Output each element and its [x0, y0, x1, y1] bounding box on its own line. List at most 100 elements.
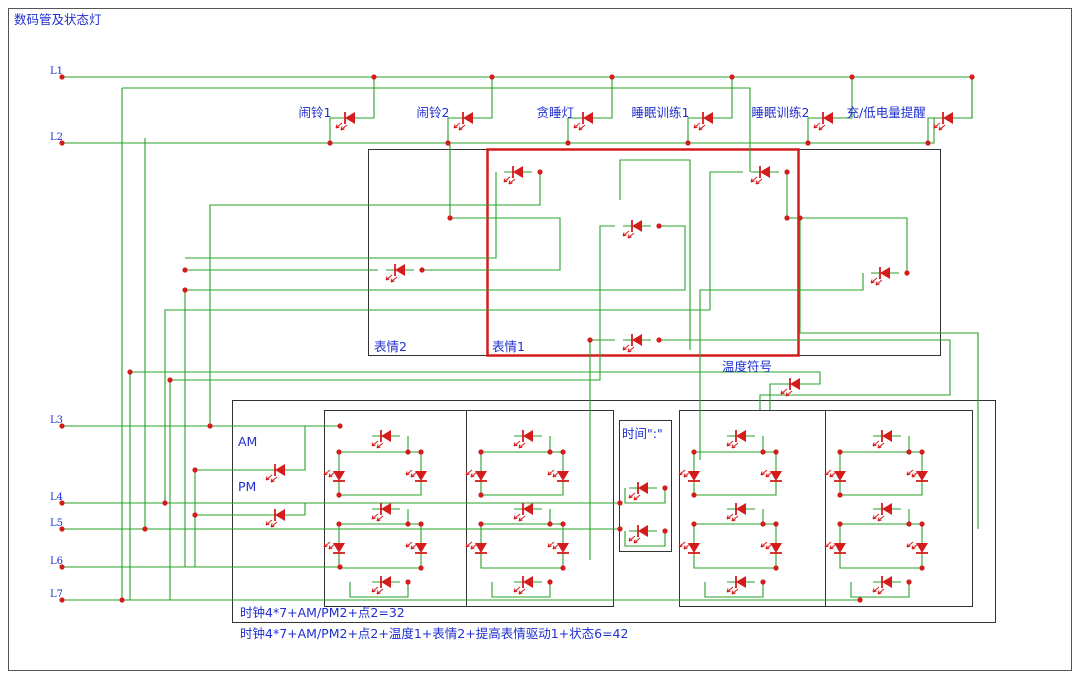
wire	[62, 118, 935, 144]
led-triangle	[770, 543, 782, 553]
led-triangle	[557, 543, 569, 553]
junction-dot	[537, 169, 543, 175]
junction-dot	[142, 526, 148, 532]
wire	[294, 426, 306, 471]
wire	[122, 87, 751, 172]
led-triangle	[688, 471, 700, 481]
summary-outer: 时钟4*7+AM/PM2+点2+温度1+表情2+提高表情驱动1+状态6=42	[240, 626, 628, 641]
led-triangle	[523, 503, 533, 515]
bus-label: L4	[50, 492, 63, 503]
led-triangle	[415, 543, 427, 553]
led-triangle	[275, 509, 285, 521]
wire	[169, 225, 615, 600]
junction-dot	[371, 74, 377, 80]
led-led40	[405, 534, 427, 562]
digit-box-2	[466, 410, 614, 607]
junction-dot	[419, 267, 425, 273]
junction-dot	[837, 449, 843, 455]
junction-layer	[59, 74, 975, 603]
digit-box-4	[825, 410, 973, 607]
led-led47	[371, 576, 400, 595]
led-led17	[622, 334, 651, 353]
wire	[839, 523, 923, 534]
led-emission-arrows	[906, 541, 919, 550]
junction-dot	[405, 579, 411, 585]
status-caption: 睡眠训练2	[752, 105, 810, 120]
led-emission-arrows	[824, 469, 837, 478]
junction-dot	[760, 521, 766, 527]
junction-dot	[418, 565, 424, 571]
led-led27	[547, 462, 569, 490]
wire	[338, 451, 422, 462]
junction-dot	[904, 270, 910, 276]
wire	[624, 531, 666, 547]
led-emission-arrows	[405, 541, 418, 550]
led-emission-arrows	[465, 469, 478, 478]
wire	[185, 172, 497, 259]
junction-dot	[760, 449, 766, 455]
wire	[699, 273, 864, 460]
wire	[589, 339, 615, 560]
led-led43	[678, 534, 700, 562]
led-led23	[265, 464, 294, 483]
led-triangle	[770, 471, 782, 481]
junction-dot	[59, 140, 65, 146]
bus-label: L3	[50, 415, 63, 426]
led-emission-arrows	[628, 535, 641, 544]
led-emission-arrows	[726, 586, 739, 595]
junction-dot	[797, 215, 803, 221]
wire	[602, 77, 613, 119]
junction-dot	[59, 423, 65, 429]
led-emission-arrows	[622, 344, 635, 353]
wire	[850, 582, 910, 598]
led-led24	[323, 462, 345, 490]
junction-dot	[560, 449, 566, 455]
led-triangle	[513, 166, 523, 178]
junction-dot	[906, 521, 912, 527]
diagram-border	[8, 8, 1072, 671]
led-led25	[405, 462, 427, 490]
led-triangle	[943, 112, 953, 124]
wire	[184, 225, 686, 567]
led-triangle	[381, 503, 391, 515]
status-caption: 闹铃1	[299, 105, 332, 120]
status-caption: 闹铃2	[417, 105, 450, 120]
junction-dot	[587, 337, 593, 343]
bus-label: L6	[50, 556, 63, 567]
led-triangle	[475, 543, 487, 553]
led-emission-arrows	[872, 440, 885, 449]
junction-dot	[207, 423, 213, 429]
wire	[338, 523, 422, 534]
led-led35	[726, 503, 755, 522]
wire	[722, 77, 733, 119]
led-emission-arrows	[385, 274, 398, 283]
led-triangle	[583, 112, 593, 124]
colon-label: 时间":"	[622, 426, 663, 441]
wire	[209, 172, 541, 426]
wire	[480, 490, 564, 496]
junction-dot	[59, 597, 65, 603]
junction-dot	[784, 215, 790, 221]
led-emission-arrows	[547, 541, 560, 550]
led-led26	[465, 462, 487, 490]
junction-dot	[418, 449, 424, 455]
ampm-caption: AM	[238, 434, 257, 449]
led-emission-arrows	[872, 586, 885, 595]
junction-dot	[192, 467, 198, 473]
wire	[164, 171, 743, 503]
led-triangle	[834, 543, 846, 553]
led-led14	[622, 220, 651, 239]
junction-dot	[59, 500, 65, 506]
led-emission-arrows	[335, 122, 348, 131]
led-led7	[453, 112, 482, 131]
bus-label: L1	[50, 66, 63, 77]
colon-box	[619, 420, 672, 552]
wire	[693, 490, 777, 496]
junction-dot	[919, 449, 925, 455]
wire	[338, 562, 422, 569]
wire	[129, 371, 821, 600]
junction-dot	[565, 140, 571, 146]
junction-dot	[547, 579, 553, 585]
junction-dot	[685, 140, 691, 146]
clock-group-box	[232, 400, 996, 623]
